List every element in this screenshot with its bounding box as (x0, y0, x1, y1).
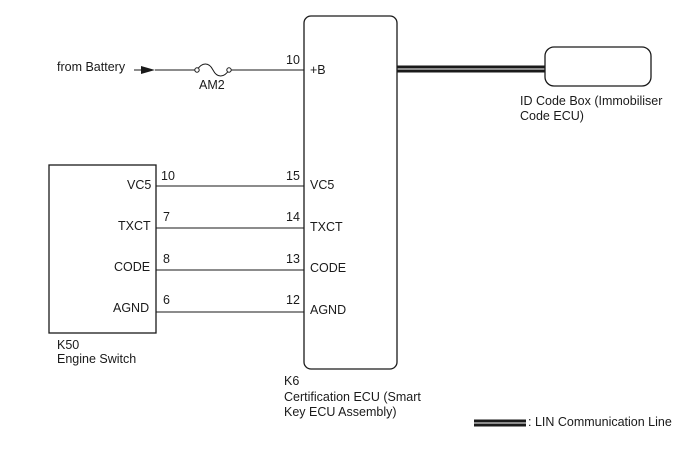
ecu-pin-name-vc5: VC5 (310, 178, 334, 192)
switch-pin-name-agnd: AGND (113, 301, 149, 315)
engine-switch-connector: K50 (57, 338, 79, 352)
id-code-box (544, 46, 652, 87)
ecu-pin-name-agnd: AGND (310, 303, 346, 317)
fuse-terminal-left (194, 67, 200, 73)
ecu-pin-13: 13 (286, 252, 300, 266)
ecu-pin-15: 15 (286, 169, 300, 183)
legend-label: : LIN Communication Line (528, 415, 672, 429)
ecu-pin-10: 10 (286, 53, 300, 67)
battery-arrow-head (141, 66, 155, 74)
id-box-name-line2: Code ECU) (520, 109, 584, 123)
engine-switch-name: Engine Switch (57, 352, 136, 366)
fuse-terminal-right (226, 67, 232, 73)
engine-switch-box (48, 164, 157, 334)
switch-pin-10: 10 (161, 169, 175, 183)
ecu-pin-12: 12 (286, 293, 300, 307)
switch-pin-name-vc5: VC5 (127, 178, 151, 192)
fuse-icon (196, 63, 230, 77)
certification-ecu-box (303, 15, 398, 370)
switch-pin-6: 6 (163, 293, 170, 307)
switch-pin-name-code: CODE (114, 260, 150, 274)
switch-pin-7: 7 (163, 210, 170, 224)
switch-pin-8: 8 (163, 252, 170, 266)
battery-label: from Battery (57, 60, 126, 74)
id-box-name-line1: ID Code Box (Immobiliser (520, 94, 662, 108)
ecu-pin-name-txct: TXCT (310, 220, 343, 234)
switch-pin-name-txct: TXCT (118, 219, 151, 233)
fuse-label: AM2 (199, 78, 225, 92)
ecu-pin-14: 14 (286, 210, 300, 224)
ecu-pin-name-code: CODE (310, 261, 346, 275)
ecu-name-line1: Certification ECU (Smart (284, 390, 421, 404)
ecu-connector: K6 (284, 374, 299, 388)
ecu-pin-name-b-plus: +B (310, 63, 326, 77)
ecu-name-line2: Key ECU Assembly) (284, 405, 397, 419)
